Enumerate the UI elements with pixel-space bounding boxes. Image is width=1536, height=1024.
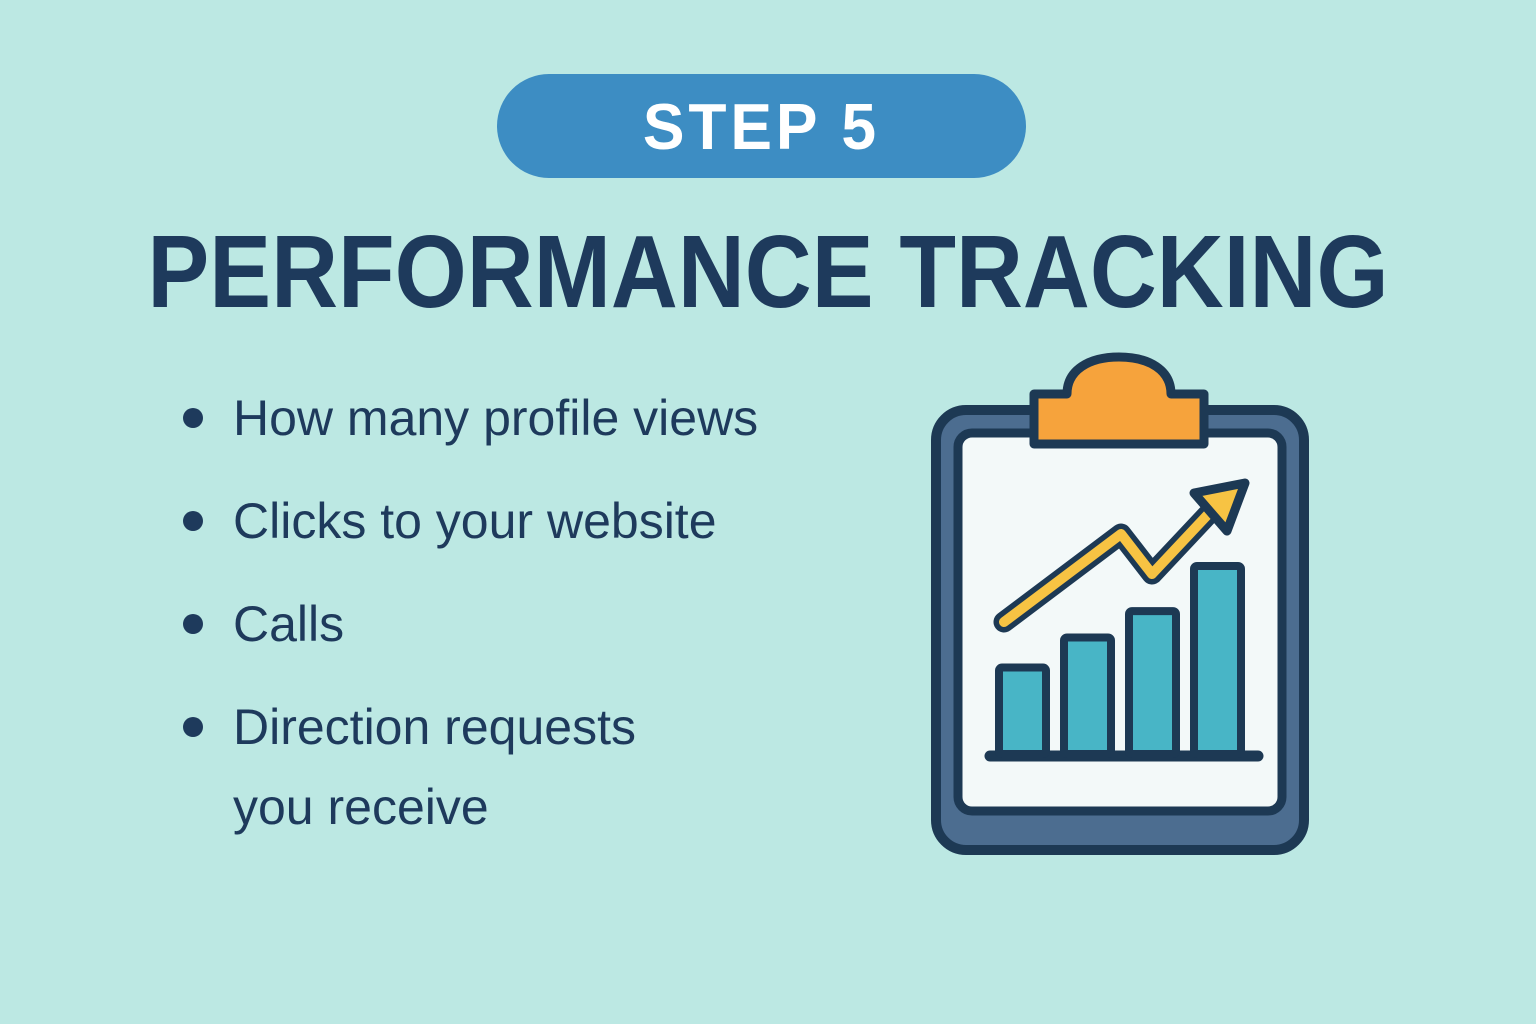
bullet-dot — [183, 717, 203, 737]
bullet-label: Calls — [233, 596, 345, 652]
step-badge: STEP 5 — [497, 74, 1026, 178]
bar-4 — [1190, 562, 1245, 758]
clipboard-chart-icon — [931, 352, 1309, 855]
step-badge-label: STEP 5 — [643, 89, 880, 163]
bullet-item: How many profile views — [170, 378, 758, 458]
bullet-dot — [183, 511, 203, 531]
bar-2 — [1060, 633, 1115, 758]
bullet-label: Clicks to your website — [233, 493, 717, 549]
bullet-label: Direction requests you receive — [233, 699, 636, 835]
bar-3 — [1125, 607, 1180, 758]
bar-1 — [995, 663, 1050, 758]
bullet-dot — [183, 614, 203, 634]
trend-arrow-shaft — [999, 503, 1219, 627]
bullet-item: Direction requests you receive — [170, 687, 758, 847]
trend-arrow-icon — [993, 478, 1250, 633]
bullet-label: How many profile views — [233, 390, 759, 446]
bullet-item: Clicks to your website — [170, 481, 758, 561]
trend-arrow-head — [1189, 478, 1250, 536]
bullet-item: Calls — [170, 584, 758, 664]
bullet-list: How many profile views Clicks to your we… — [170, 378, 758, 870]
clipboard-chart-illustration — [928, 350, 1320, 868]
bar-chart-icon — [995, 562, 1245, 758]
page-title: PERFORMANCE TRACKING — [147, 214, 1389, 329]
clipboard-clip-icon — [1029, 352, 1209, 449]
bullet-dot — [183, 408, 203, 428]
